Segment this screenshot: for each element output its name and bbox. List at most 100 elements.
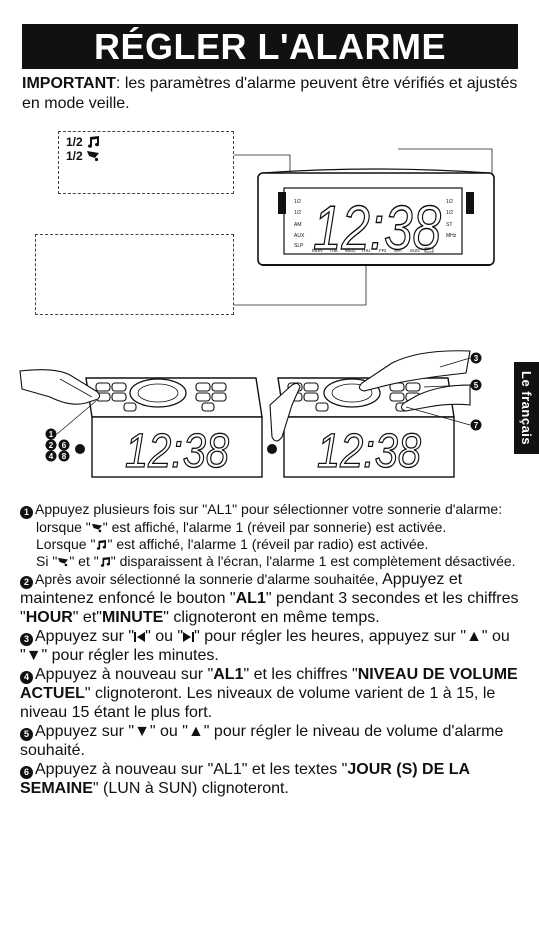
display-label: SLP: [294, 243, 304, 249]
down-arrow-icon: ▼: [25, 647, 42, 664]
down-arrow-icon: ▼: [134, 723, 150, 740]
display-label: AM: [294, 222, 302, 228]
clock-side-tab-right: [466, 192, 474, 214]
marker-6: 6: [62, 441, 67, 450]
page-title: RÉGLER L'ALARME: [22, 24, 518, 69]
marker-5: 5: [474, 381, 479, 390]
clock-top-edge: [261, 168, 491, 174]
step-number: 4: [20, 671, 33, 684]
callout-label-2: 1/2: [66, 149, 83, 163]
step-1-c: Lorsque "" est affiché, l'alarme 1 (réve…: [36, 536, 429, 552]
left-clock-knob: [75, 444, 85, 454]
snooze-pad: [129, 378, 187, 408]
step-number: 5: [20, 728, 33, 741]
marker-5-dot: [470, 379, 482, 391]
display-label: 1/2: [446, 199, 453, 205]
left-clock-time: 12:38: [125, 425, 229, 478]
marker-3: 3: [474, 354, 479, 363]
next-icon: [183, 632, 195, 642]
marker-8-dot: [58, 450, 70, 462]
left-clock-front: [91, 416, 263, 478]
clock-screen: [283, 187, 463, 255]
right-clock-front: [283, 416, 455, 478]
language-tab: Le français: [514, 362, 539, 454]
callout-row-buzzer: 1/2: [66, 149, 233, 163]
right-clock-time: 12:38: [317, 425, 421, 478]
music-note-icon: [97, 540, 107, 550]
step-1-d: Si "" et "" disparaissent à l'écran, l'a…: [36, 553, 516, 569]
marker-lines: [56, 357, 471, 435]
music-note-icon: [100, 557, 110, 567]
day-label: SUN: [410, 248, 420, 253]
display-label: 1/2: [446, 210, 453, 216]
marker-2-dot: [45, 439, 57, 451]
intro-text: : les paramètres d'alarme peuvent être v…: [22, 75, 518, 112]
day-label: THU: [361, 248, 370, 253]
clock-buttons-diagram: 12:38 12:38 1 2 6 4 8 3 5: [19, 350, 482, 479]
display-label: 1/2: [294, 210, 301, 216]
marker-4: 4: [49, 452, 54, 461]
right-hand-left: [269, 382, 301, 442]
bell-icon: [91, 523, 102, 533]
marker-1: 1: [49, 430, 54, 439]
display-label: ST: [446, 222, 452, 228]
day-labels: MON TUE WED THU FRI SAT SUN: [312, 248, 420, 253]
marker-7: 7: [474, 421, 479, 430]
clock-side-tab-left: [278, 192, 286, 214]
display-label: MHz: [446, 233, 457, 239]
step-number: 1: [20, 506, 33, 519]
battery-icon: [424, 247, 434, 253]
display-label: 1/2: [294, 199, 301, 205]
day-label: WED: [345, 248, 356, 253]
snooze-pad-inner: [331, 383, 373, 403]
bell-icon: [86, 151, 99, 162]
bell-icon: [58, 557, 69, 567]
clock-display-diagram: 1/2 1/2 AM AUX SLP 1/2 1/2 ST MHz 12:38 …: [234, 148, 495, 306]
marker-7-dot: [470, 419, 482, 431]
marker-4-dot: [45, 450, 57, 462]
marker-3-dot: [470, 352, 482, 364]
day-label: TUE: [329, 248, 338, 253]
day-label: SAT: [394, 248, 403, 253]
step-number: 3: [20, 633, 33, 646]
left-hand: [19, 369, 101, 405]
callout-label-1: 1/2: [66, 135, 83, 149]
empty-callout: [35, 234, 234, 315]
marker-6-dot: [58, 439, 70, 451]
marker-8: 8: [62, 452, 67, 461]
step-number: 6: [20, 766, 33, 779]
marker-group: 1 2 6 4 8 3 5 7: [45, 352, 482, 462]
clock-time: 12:38: [313, 194, 441, 263]
intro-bold: IMPORTANT: [22, 75, 116, 92]
intro-paragraph: IMPORTANT: les paramètres d'alarme peuve…: [22, 74, 522, 114]
previous-icon: [134, 632, 146, 642]
left-clock: 12:38: [19, 369, 263, 479]
marker-2: 2: [49, 441, 54, 450]
right-clock: 12:38: [267, 350, 471, 479]
step-1-b: lorsque "" est affiché, l'alarme 1 (réve…: [36, 519, 447, 535]
display-label: AUX: [294, 233, 305, 239]
up-arrow-icon: ▲: [187, 723, 204, 740]
language-tab-label: Le français: [519, 370, 534, 446]
music-note-icon: [87, 136, 99, 148]
snooze-pad-inner: [137, 383, 179, 403]
leader-line-bottom: [234, 253, 367, 306]
day-label: MON: [312, 248, 323, 253]
day-label: FRI: [379, 248, 386, 253]
callout-row-radio: 1/2: [66, 135, 233, 149]
marker-1-dot: [45, 428, 57, 440]
up-arrow-icon: ▲: [466, 628, 482, 645]
step-number: 2: [20, 576, 33, 589]
right-clock-knob: [267, 444, 277, 454]
right-hand-lower: [400, 384, 471, 412]
right-hand-top: [358, 350, 471, 392]
left-button-grid: [95, 382, 227, 412]
left-hand-finger: [59, 378, 93, 398]
